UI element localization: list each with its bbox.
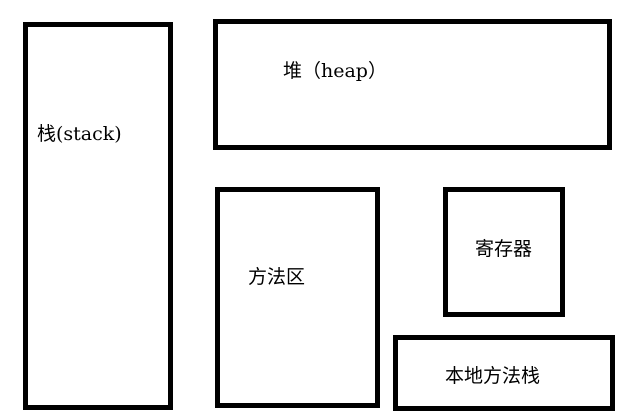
- register-box: 寄存器: [443, 187, 565, 317]
- stack-box: 栈(stack): [23, 22, 173, 410]
- heap-box-label: 堆（heap）: [283, 60, 387, 82]
- method-area-box: 方法区: [215, 187, 380, 408]
- native-method-stack-box-label: 本地方法栈: [445, 365, 541, 387]
- method-area-box-label: 方法区: [248, 266, 306, 288]
- heap-box: 堆（heap）: [213, 19, 612, 150]
- native-method-stack-box: 本地方法栈: [393, 335, 615, 411]
- register-box-label: 寄存器: [475, 238, 533, 260]
- stack-box-label: 栈(stack): [37, 123, 122, 145]
